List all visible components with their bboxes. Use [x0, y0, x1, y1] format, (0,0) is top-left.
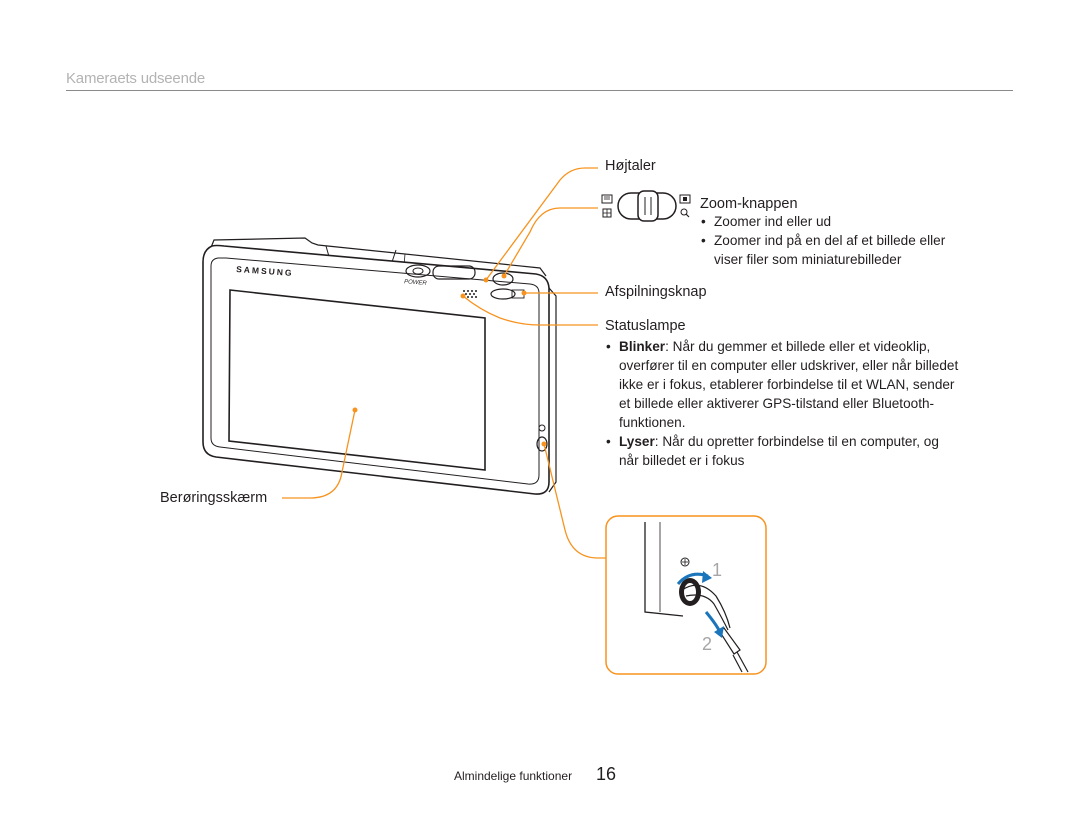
title-divider — [66, 90, 1013, 91]
page-number: 16 — [596, 764, 617, 784]
callout-dots — [352, 273, 547, 447]
strap-step-2: 2 — [702, 634, 713, 654]
playback-label: Afspilningsknap — [605, 284, 707, 300]
status-lamp-title: Statuslampe — [605, 318, 686, 334]
blink-text: : Når du gemmer et billede eller et vide… — [619, 339, 959, 430]
section-title: Kameraets udseende — [66, 70, 205, 87]
zoom-bullets: Zoomer ind eller ud Zoomer ind på en del… — [700, 212, 960, 269]
light-term: Lyser — [619, 434, 655, 449]
footer-section-label: Almindelige funktioner — [454, 769, 573, 783]
strap-inset — [605, 515, 767, 675]
strap-step-1: 1 — [712, 560, 723, 580]
camera-body — [202, 237, 557, 495]
touchscreen-label: Berøringsskærm — [160, 490, 268, 506]
zoom-title: Zoom-knappen — [700, 196, 798, 212]
speaker-grille — [463, 290, 477, 298]
light-text: : Når du opretter forbindelse til en com… — [619, 434, 939, 468]
blink-term: Blinker — [619, 339, 666, 354]
status-lamp-blink: Blinker: Når du gemmer et billede eller … — [605, 337, 960, 432]
status-lamp-light: Lyser: Når du opretter forbindelse til e… — [605, 432, 960, 470]
callout-lines — [282, 167, 606, 559]
zoom-lever-icon — [601, 190, 691, 222]
status-lamp-bullets: Blinker: Når du gemmer et billede eller … — [605, 337, 960, 470]
zoom-bullet-1: Zoomer ind eller ud — [700, 212, 960, 231]
brand-logo: SAMSUNG — [236, 264, 294, 278]
speaker-label: Højtaler — [605, 158, 656, 174]
zoom-bullet-2: Zoomer ind på en del af et billede eller… — [700, 231, 960, 269]
